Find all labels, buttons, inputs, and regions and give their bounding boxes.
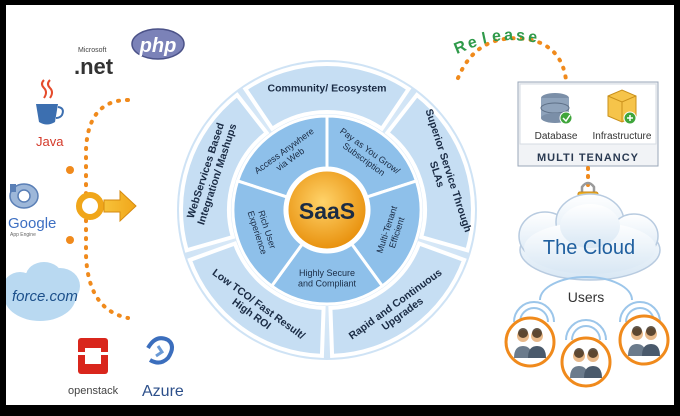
cloud-shape <box>518 193 661 281</box>
release-letter: e <box>491 28 502 46</box>
arrow-right-icon <box>103 189 137 223</box>
outer-segment-line: Community/ Ecosystem <box>267 83 386 95</box>
php-logo-ellipse <box>131 28 185 60</box>
dotnet-logo: .net <box>74 54 114 79</box>
azure-logo: Azure <box>142 383 184 400</box>
users-group <box>504 314 670 388</box>
outer-segment <box>384 92 475 253</box>
google-logo: Google <box>8 215 56 232</box>
java-logo: Java <box>36 134 64 149</box>
release-letter: s <box>516 27 526 44</box>
outer-segment <box>187 240 326 358</box>
database-icon <box>540 93 573 125</box>
openstack-icon <box>78 338 108 374</box>
release-dotted-arc <box>456 36 568 82</box>
inner-segment <box>349 179 423 289</box>
outer-segment-label: Community/ Ecosystem <box>267 83 386 95</box>
google-app-engine-label: App Engine <box>10 232 36 238</box>
user-avatar <box>618 314 670 366</box>
left-dot-1 <box>66 166 74 174</box>
connector-arrow <box>76 189 137 223</box>
user-avatar <box>560 336 612 388</box>
database-label: Database <box>535 131 578 142</box>
outer-segment <box>179 92 270 253</box>
saas-center-circle <box>285 168 369 252</box>
microsoft-label: Microsoft <box>78 47 106 54</box>
release-letter: l <box>480 30 488 48</box>
inner-segment-line: and Compliant <box>298 278 357 288</box>
saas-center-label: SaaS <box>299 198 355 224</box>
force-com-logo: force.com <box>12 288 78 305</box>
inner-segment <box>325 114 419 199</box>
inner-segment <box>269 241 385 306</box>
multi-tenancy-label: MULTI TENANCY <box>537 152 639 164</box>
user-avatar <box>504 316 556 368</box>
outer-segment <box>242 62 412 132</box>
java-cup-icon <box>36 79 64 125</box>
signal-waves <box>513 276 661 341</box>
users-label: Users <box>568 289 605 305</box>
azure-icon <box>146 336 174 365</box>
left-dot-2 <box>66 236 74 244</box>
release-letter: a <box>504 27 514 44</box>
infrastructure-label: Infrastructure <box>593 131 652 142</box>
inner-segment <box>235 114 329 199</box>
infrastructure-icon <box>607 89 637 125</box>
cloud-label: The Cloud <box>543 237 635 259</box>
openstack-logo: openstack <box>68 385 119 397</box>
outer-segment <box>328 240 467 358</box>
release-letter: e <box>527 29 538 47</box>
inner-segment-line: Highly Secure <box>299 268 355 278</box>
connector-ring <box>76 192 104 220</box>
inner-segment <box>231 179 305 289</box>
google-app-engine-icon <box>9 183 39 209</box>
force-cloud-icon <box>2 262 80 321</box>
php-logo: php <box>139 35 177 57</box>
